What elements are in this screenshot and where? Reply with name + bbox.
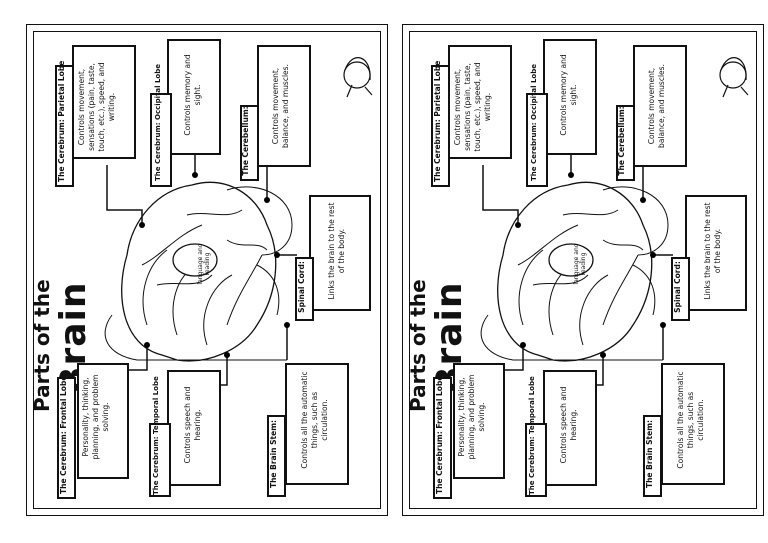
- frontal-box: [77, 363, 129, 479]
- occipital-description: Controls memory and sight.: [559, 54, 578, 136]
- occipital-heading: The Cerebrum: Occipital Lobe: [530, 64, 538, 181]
- spinal-heading: Spinal Cord:: [297, 261, 306, 313]
- stem-heading: The Brain Stem:: [269, 419, 278, 489]
- cerebellum-heading: The Cerebellum:: [241, 106, 250, 176]
- stem-box: [285, 363, 349, 485]
- stem-box: [661, 363, 725, 485]
- worksheet-left: Parts of the Brain language and reading …: [26, 24, 388, 516]
- stem-description: Controls all the automatic things, such …: [300, 371, 329, 469]
- cerebellum-header-box: [240, 105, 259, 181]
- stem-description: Controls all the automatic things, such …: [676, 371, 705, 469]
- frontal-box: [453, 363, 505, 479]
- stem-header-box: [643, 415, 662, 497]
- spinal-description: Links the brain to the rest of the body.: [327, 202, 346, 300]
- occipital-description: Controls memory and sight.: [183, 54, 202, 136]
- temporal-heading: The Cerebrum: Temporal Lobe: [528, 376, 536, 495]
- occipital-header-box: [150, 93, 172, 187]
- connector-lines: [480, 57, 749, 386]
- temporal-header-box: [525, 423, 547, 497]
- temporal-box: [167, 370, 221, 486]
- temporal-header-box: [149, 423, 171, 497]
- cerebellum-box: [257, 45, 311, 167]
- worksheet-border: [409, 31, 757, 509]
- worksheet-right: Parts of the Brain language and reading …: [402, 24, 764, 516]
- spinal-header-box: [671, 257, 690, 321]
- spinal-box: [309, 195, 371, 311]
- brain-label: language and reading: [197, 243, 211, 285]
- stem-heading: The Brain Stem:: [645, 419, 654, 489]
- title-line-2: Brain: [53, 281, 94, 394]
- cerebellum-description: Controls movement, balance, and muscles.: [647, 64, 666, 148]
- parietal-heading: The Cerebrum: Parietal Lobe: [433, 60, 442, 182]
- cerebellum-description: Controls movement, balance, and muscles.: [271, 64, 290, 148]
- title-line-1: Parts of the: [406, 279, 430, 412]
- temporal-description: Controls speech and hearing.: [559, 386, 578, 464]
- title-line-1: Parts of the: [30, 279, 54, 412]
- frontal-heading: The Cerebrum: Frontal Lobe: [435, 375, 444, 494]
- parietal-heading: The Cerebrum: Parietal Lobe: [57, 60, 66, 182]
- frontal-description: Personality, thinking, planning, and pro…: [457, 374, 486, 460]
- cerebellum-heading: The Cerebellum:: [617, 106, 626, 176]
- temporal-heading: The Cerebrum: Temporal Lobe: [152, 376, 160, 495]
- cerebellum-box: [633, 45, 687, 167]
- cerebellum-header-box: [616, 105, 635, 181]
- frontal-heading: The Cerebrum: Frontal Lobe: [59, 375, 68, 494]
- parietal-header-box: [431, 65, 450, 187]
- occipital-heading: The Cerebrum: Occipital Lobe: [154, 64, 162, 181]
- spinal-description: Links the brain to the rest of the body.: [703, 202, 722, 300]
- stem-header-box: [267, 415, 286, 497]
- parietal-header-box: [55, 65, 74, 187]
- occipital-header-box: [526, 93, 548, 187]
- frontal-description: Personality, thinking, planning, and pro…: [81, 374, 110, 460]
- spinal-heading: Spinal Cord:: [673, 261, 682, 313]
- parietal-box: [72, 45, 136, 159]
- temporal-description: Controls speech and hearing.: [183, 386, 202, 464]
- parietal-description: Controls movement, sensations (pain, tas…: [77, 62, 116, 152]
- spinal-box: [685, 195, 747, 311]
- title-line-2: Brain: [429, 281, 470, 394]
- frontal-header-box: [433, 377, 452, 499]
- brain-label: language and reading: [573, 243, 587, 285]
- worksheet-border: [33, 31, 381, 509]
- parietal-description: Controls movement, sensations (pain, tas…: [453, 62, 492, 152]
- spinal-header-box: [295, 257, 314, 321]
- frontal-header-box: [57, 377, 76, 499]
